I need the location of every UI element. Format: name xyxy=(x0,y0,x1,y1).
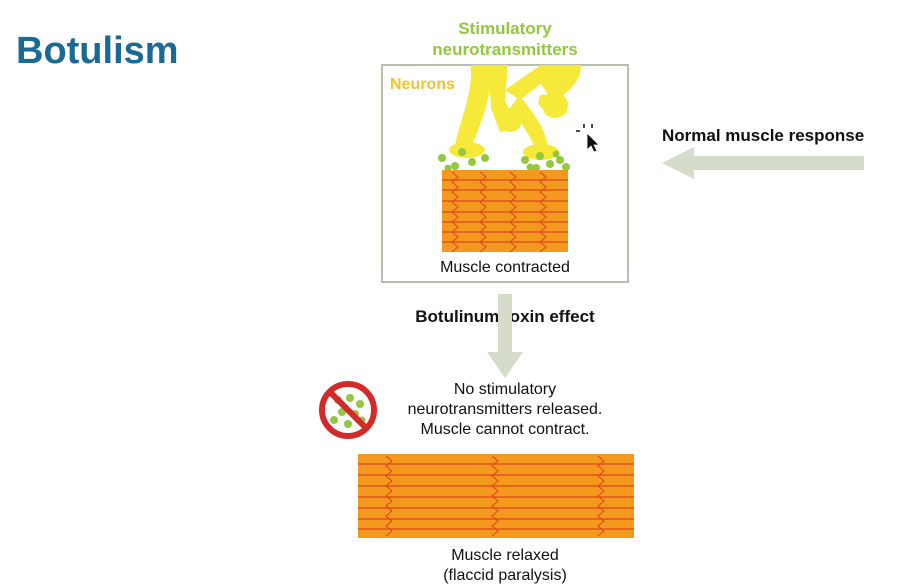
muscle-contracted-label: Muscle contracted xyxy=(440,259,570,276)
blocked-text: No stimulatory neurotransmitters release… xyxy=(380,380,630,440)
cursor-icon xyxy=(576,124,600,153)
neurons-label: Neurons xyxy=(390,76,455,93)
relaxed-line-1: Muscle relaxed xyxy=(451,547,559,564)
relaxed-muscle xyxy=(358,454,634,538)
normal-response-label: Normal muscle response xyxy=(662,126,865,145)
neurotransmitter-dots xyxy=(438,148,570,172)
toxin-effect-arrow xyxy=(487,294,523,378)
neuron-icon xyxy=(449,65,581,160)
muscle-relaxed-label: Muscle relaxed (flaccid paralysis) xyxy=(380,546,630,586)
blocked-line-2: neurotransmitters released. xyxy=(407,401,603,418)
relaxed-line-2: (flaccid paralysis) xyxy=(443,567,567,584)
neurotransmitter-label: Stimulatory neurotransmitters xyxy=(432,19,578,59)
slide-title: Botulism xyxy=(16,30,179,72)
normal-response-arrow xyxy=(662,147,864,179)
blocked-line-3: Muscle cannot contract. xyxy=(420,421,590,438)
blocked-line-1: No stimulatory xyxy=(453,381,557,398)
contracted-muscle xyxy=(442,170,568,253)
no-neurotransmitter-icon xyxy=(319,381,377,439)
